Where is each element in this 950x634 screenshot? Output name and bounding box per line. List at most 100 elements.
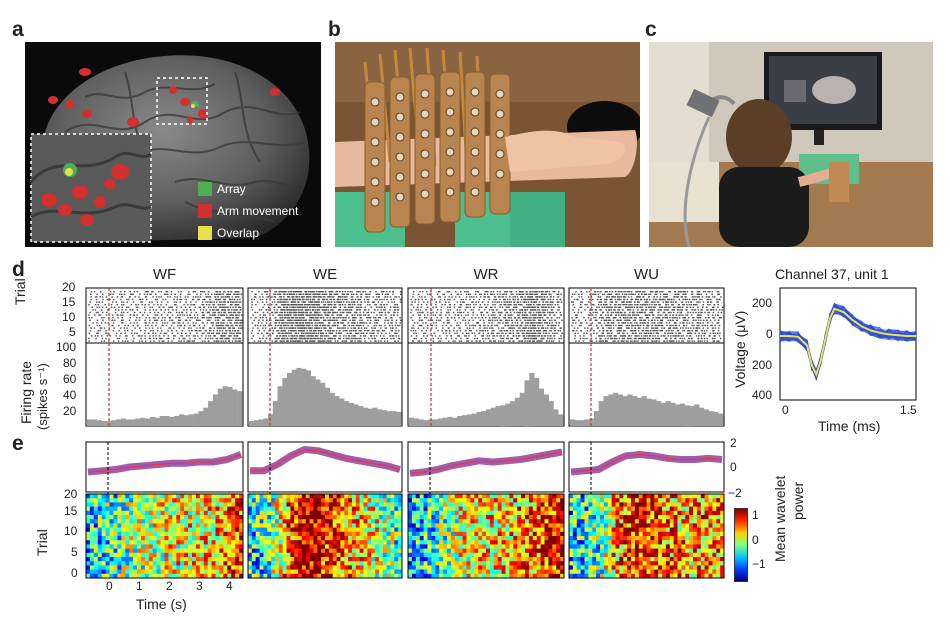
raster-spike (336, 298, 338, 301)
raster-spike (122, 301, 125, 303)
raster-spike (222, 327, 224, 329)
raster-spike (676, 330, 679, 332)
raster-spike (225, 317, 228, 319)
raster-spike (123, 327, 126, 329)
raster-spike (429, 293, 431, 295)
raster-spike (307, 304, 309, 306)
raster-spike (691, 330, 693, 332)
legend-swatch-arm-movement (198, 204, 212, 218)
raster-spike (588, 301, 590, 303)
raster-spike (326, 293, 328, 295)
raster-spike (118, 337, 121, 340)
raster-spike (178, 327, 181, 329)
raster-spike (323, 319, 325, 321)
raster-spike (552, 296, 555, 298)
raster-spike (633, 311, 635, 314)
raster-spike (196, 330, 198, 332)
raster-spike (535, 317, 537, 319)
raster-spike (595, 324, 598, 327)
raster-spike (193, 340, 195, 342)
raster-spike (495, 298, 497, 301)
raster-spike (364, 301, 366, 303)
raster-spike (310, 304, 312, 306)
raster-spike (529, 322, 532, 324)
raster-spike (692, 304, 695, 306)
raster-spike (297, 330, 300, 332)
raster-spike (112, 340, 115, 342)
raster-spike (606, 304, 608, 306)
raster-spike (310, 340, 313, 342)
raster-spike (558, 309, 560, 311)
raster-spike (109, 291, 112, 293)
raster-spike (466, 291, 468, 293)
raster-spike (558, 317, 561, 319)
raster-spike (653, 296, 655, 298)
raster-spike (299, 293, 301, 295)
raster-spike (634, 330, 637, 332)
raster-spike (318, 322, 321, 324)
raster-spike (373, 337, 376, 340)
raster-spike (271, 311, 273, 314)
raster-spike (220, 293, 222, 295)
raster-spike (231, 298, 233, 301)
raster-spike (342, 293, 345, 295)
raster-spike (645, 327, 647, 329)
raster-spike (447, 340, 450, 342)
raster-spike (531, 327, 533, 329)
raster-spike (674, 324, 677, 327)
raster-spike (393, 311, 395, 314)
raster-spike (284, 311, 286, 314)
raster-spike (537, 335, 540, 337)
raster-spike (671, 304, 673, 306)
raster-spike (639, 317, 641, 319)
raster-spike (479, 330, 481, 332)
raster-spike (664, 314, 667, 316)
raster-spike (312, 317, 314, 319)
raster-spike (634, 319, 637, 321)
raster-spike (440, 317, 443, 319)
raster-spike (303, 335, 306, 337)
raster-spike (337, 322, 339, 324)
raster-spike (718, 319, 720, 321)
raster-spike (546, 340, 548, 342)
raster-spike (251, 291, 253, 293)
raster-spike (360, 306, 363, 308)
raster-spike (636, 301, 639, 303)
raster-spike (561, 332, 563, 334)
raster-spike (222, 324, 224, 327)
raster-spike (398, 330, 400, 332)
raster-spike (275, 337, 277, 340)
raster-spike (221, 306, 224, 308)
raster-spike (478, 340, 481, 342)
raster-spike (600, 298, 603, 301)
raster-spike (587, 306, 589, 308)
raster-spike (691, 324, 693, 327)
raster-spike (356, 332, 358, 334)
raster-spike (527, 304, 530, 306)
raster-spike (437, 330, 439, 332)
raster-spike (295, 293, 298, 295)
raster-spike (683, 322, 685, 324)
raster-spike (350, 340, 352, 342)
raster-spike (253, 296, 256, 298)
raster-spike (399, 322, 401, 324)
raster-spike (227, 291, 230, 293)
raster-spike (652, 327, 654, 329)
raster-spike (358, 309, 361, 311)
raster-spike (602, 327, 605, 329)
raster-spike (149, 335, 151, 337)
raster-spike (711, 306, 714, 308)
raster-spike (143, 332, 146, 334)
raster-spike (469, 298, 471, 301)
raster-spike (275, 311, 278, 314)
raster-spike (281, 330, 283, 332)
raster-spike (415, 337, 417, 340)
raster-spike (132, 314, 135, 316)
raster-spike (281, 332, 283, 334)
raster-spike (531, 322, 533, 324)
raster-spike (100, 340, 103, 342)
raster-spike (505, 322, 507, 324)
raster-spike (445, 324, 448, 327)
raster-spike (353, 337, 355, 340)
raster-spike (508, 301, 511, 303)
